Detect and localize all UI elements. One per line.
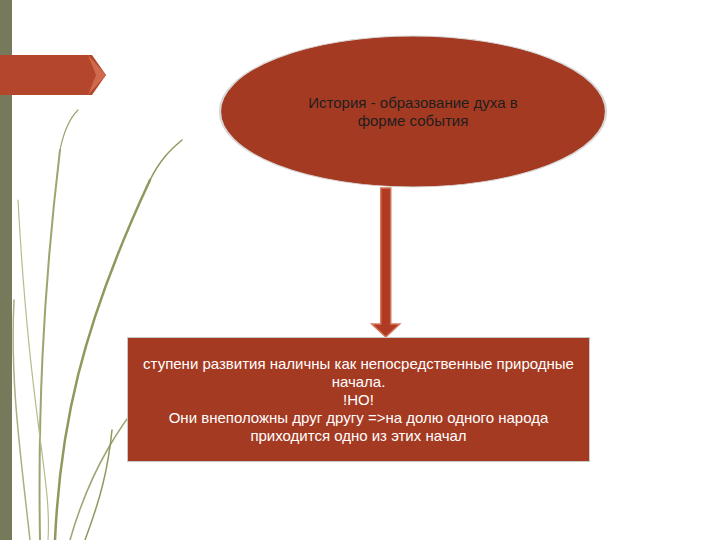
node-text-line: Они внеположны друг другу =>на долю одно… — [142, 409, 575, 445]
grass-illustration — [13, 110, 182, 540]
node-text: ступени развития наличны как непосредств… — [142, 355, 575, 391]
title-tab — [0, 55, 106, 95]
arrow-shape — [372, 188, 400, 337]
tab-tip — [88, 55, 106, 95]
ellipse-node: История - образование духа в форме событ… — [218, 35, 608, 188]
ellipse-fill — [220, 36, 606, 187]
block-arrow — [372, 188, 400, 337]
node-text: История - образование духа в форме событ… — [288, 94, 538, 130]
node-text-line: !НО! — [343, 391, 374, 409]
text-box: ступени развития наличны как непосредств… — [127, 337, 590, 462]
